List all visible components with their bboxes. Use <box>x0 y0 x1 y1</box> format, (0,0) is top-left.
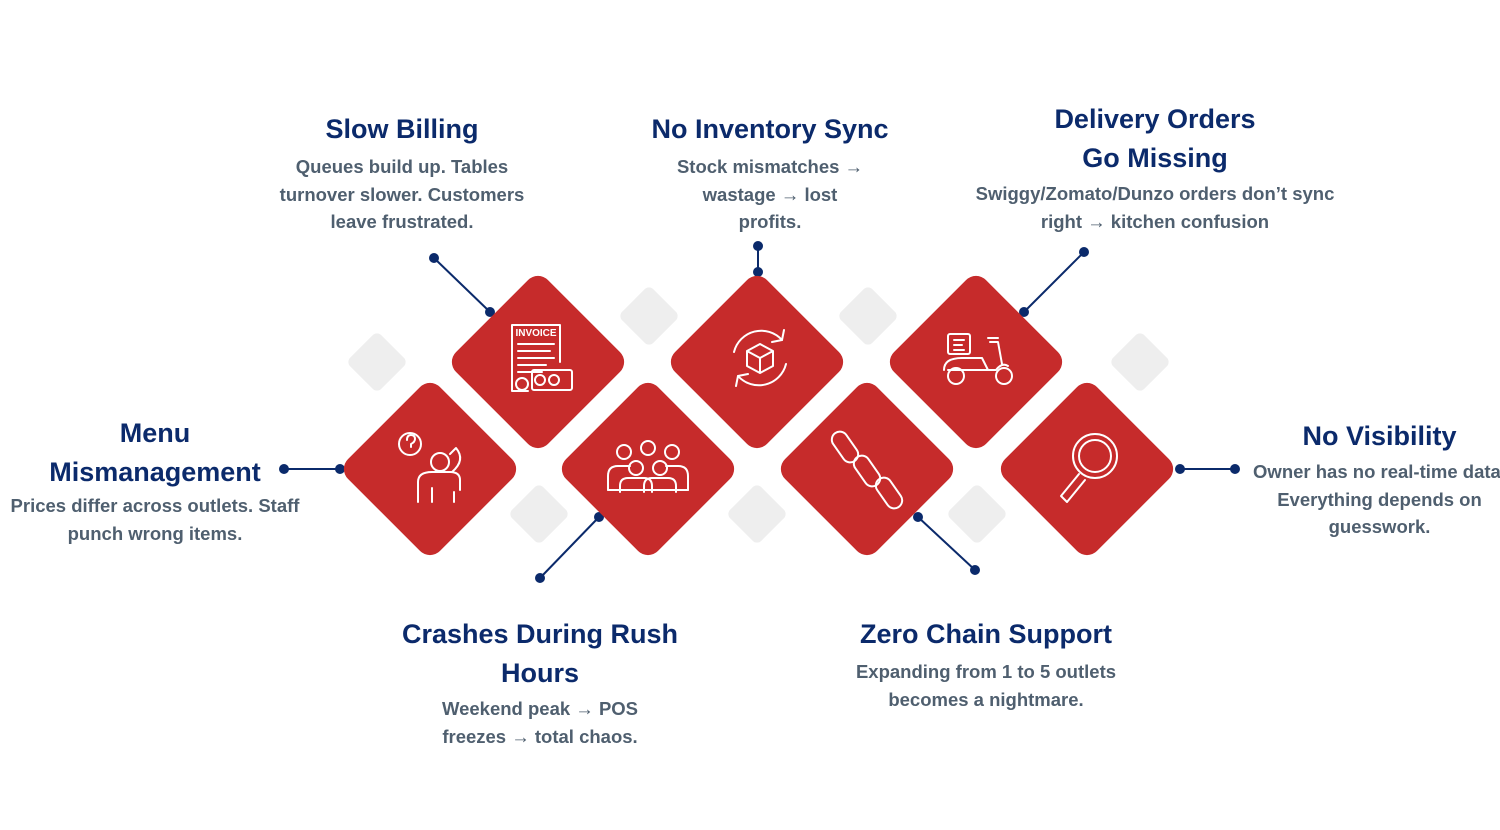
decorative-diamond <box>948 485 1006 543</box>
decorative-diamond <box>1111 333 1169 391</box>
decorative-diamond <box>620 287 678 345</box>
broken-chain-icon <box>830 430 904 510</box>
problem-no-visibility: No Visibility Owner has no real-time dat… <box>1252 417 1500 541</box>
decorative-diamonds <box>348 287 1169 543</box>
problem-description: Prices differ across outlets. Staff punc… <box>10 495 300 544</box>
connector-zero-chain-support <box>913 512 980 575</box>
problem-title: Slow Billing <box>325 114 479 144</box>
problem-no-inventory-sync: No Inventory Sync Stock mismatches → was… <box>610 110 930 236</box>
diamond-crashes-rush-hours <box>561 382 735 556</box>
problem-description: Owner has no real-time data. Everything … <box>1253 461 1500 537</box>
problem-title: No Inventory Sync <box>651 114 889 144</box>
connector-crashes-rush-hours <box>535 512 604 583</box>
diamond-slow-billing <box>451 275 625 449</box>
problem-title: No Visibility <box>1302 421 1457 451</box>
diamond-menu-mismanagement <box>343 382 517 556</box>
connector-slow-billing <box>429 253 495 317</box>
problem-title: Menu Mismanagement <box>49 418 261 487</box>
problem-title: Delivery Orders Go Missing <box>1054 104 1256 173</box>
invoice-icon-label: INVOICE <box>515 328 556 339</box>
diamond-delivery-orders <box>889 275 1063 449</box>
problem-description: Stock mismatches → wastage → lost profit… <box>676 156 864 232</box>
delivery-scooter-icon <box>943 333 1013 385</box>
problem-description: Queues build up. Tables turnover slower.… <box>279 156 525 232</box>
problem-zero-chain-support: Zero Chain Support Expanding from 1 to 5… <box>826 615 1146 713</box>
decorative-diamond <box>348 333 406 391</box>
problem-title: Zero Chain Support <box>860 619 1112 649</box>
connector-delivery-orders <box>1019 247 1089 317</box>
problem-title: Crashes During Rush Hours <box>401 619 679 688</box>
connector-no-visibility <box>1175 464 1240 474</box>
diamond-no-inventory-sync <box>670 275 844 449</box>
diamond-zero-chain-support <box>780 382 954 556</box>
problem-description: Swiggy/Zomato/Dunzo orders don’t sync ri… <box>975 183 1335 232</box>
connector-no-inventory-sync <box>753 241 763 277</box>
problem-description: Weekend peak → POS freezes → total chaos… <box>441 698 639 747</box>
problem-crashes-rush-hours: Crashes During Rush Hours Weekend peak →… <box>400 615 680 750</box>
decorative-diamond <box>510 485 568 543</box>
decorative-diamond <box>728 485 786 543</box>
problem-delivery-orders: Delivery Orders Go Missing Swiggy/Zomato… <box>955 100 1355 235</box>
problem-description: Expanding from 1 to 5 outlets becomes a … <box>855 661 1117 710</box>
confused-person-icon <box>398 432 462 503</box>
invoice-icon: INVOICE <box>511 324 573 392</box>
problem-slow-billing: Slow Billing Queues build up. Tables tur… <box>252 110 552 236</box>
inventory-sync-icon <box>733 329 787 387</box>
decorative-diamond <box>839 287 897 345</box>
crowd-icon <box>607 440 689 493</box>
magnifier-icon <box>1060 433 1118 503</box>
problem-diamonds <box>343 275 1174 556</box>
problem-menu-mismanagement: Menu Mismanagement Prices differ across … <box>5 414 305 547</box>
